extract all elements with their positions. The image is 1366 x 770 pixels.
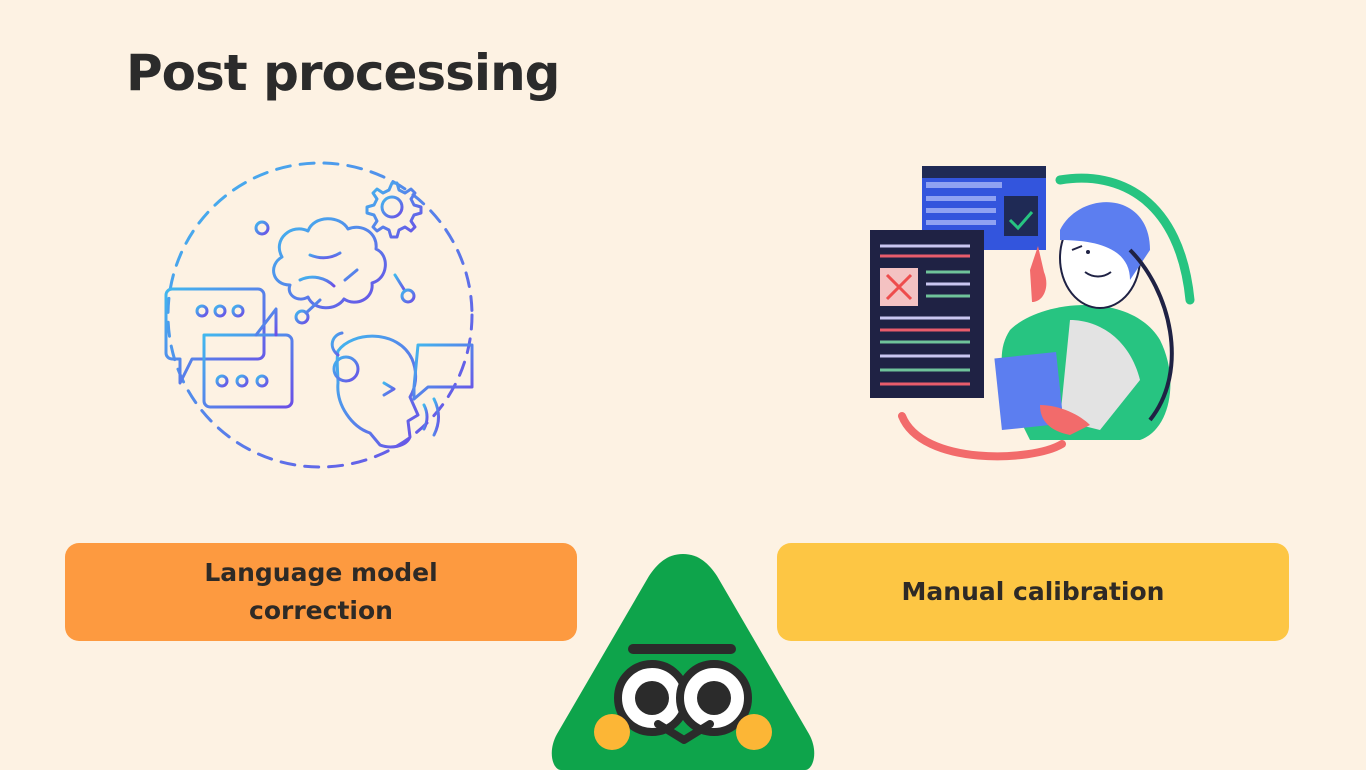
document-rejected-icon [870,230,984,398]
page-title: Post processing [126,44,560,102]
brain-gear-chat-robot-icon [164,161,474,469]
robot-head-icon [330,331,474,449]
browser-window-icon [922,166,1046,250]
mascot-mouth [654,720,714,744]
mascot-left-cheek [594,714,630,750]
person-checking-documents-illustration [870,166,1195,461]
option-label: Language model correction [204,558,438,625]
chat-bubbles-icon [164,287,294,409]
option-card-language-model-correction: Language model correction [65,543,577,641]
mascot-right-cheek [736,714,772,750]
gear-icon [365,181,423,239]
brain-icon [254,217,416,325]
option-label: Manual calibration [901,577,1165,606]
option-card-manual-calibration: Manual calibration [777,543,1289,641]
mascot-eyebrow [628,644,736,654]
person-icon [994,202,1174,440]
green-triangle-mascot-icon [551,554,815,770]
